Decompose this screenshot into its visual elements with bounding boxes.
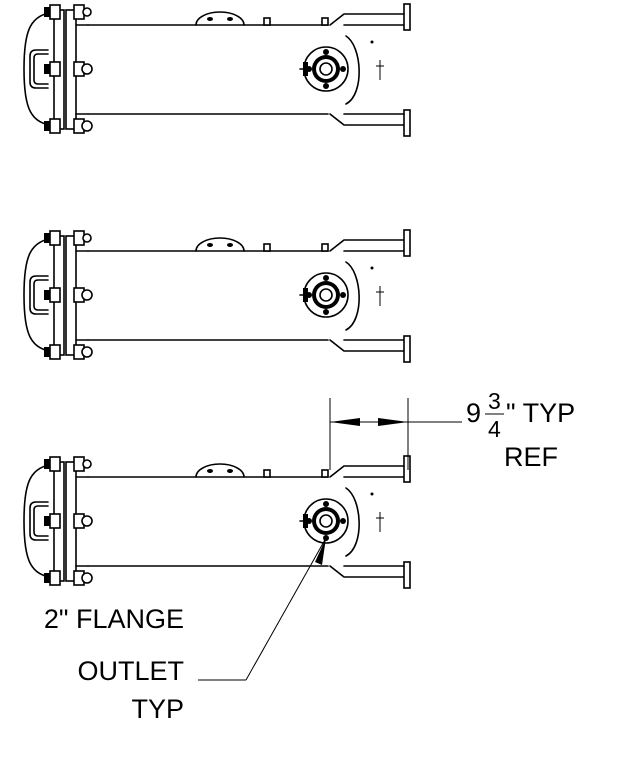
callout-line-2: OUTLET — [77, 656, 184, 686]
flange-callout: 2" FLANGE OUTLET TYP — [44, 537, 327, 724]
dimension-suffix: " TYP — [506, 398, 575, 428]
callout-line-1: 2" FLANGE — [44, 604, 184, 634]
filter-unit-middle — [23, 229, 411, 363]
callout-leader — [245, 537, 327, 681]
arrow-right — [378, 418, 408, 426]
dimension-numerator: 3 — [488, 388, 501, 414]
dimension-denominator: 4 — [488, 416, 501, 442]
callout-arrow — [315, 538, 326, 565]
arrow-left — [330, 418, 360, 426]
dimension-spacing: 9 3 4 " TYP REF — [329, 388, 575, 472]
filter-unit-top — [23, 3, 411, 137]
dimension-ref: REF — [504, 442, 558, 472]
filter-unit-bottom — [23, 455, 411, 589]
dimension-whole: 9 — [466, 398, 481, 428]
callout-line-3: TYP — [131, 694, 184, 724]
